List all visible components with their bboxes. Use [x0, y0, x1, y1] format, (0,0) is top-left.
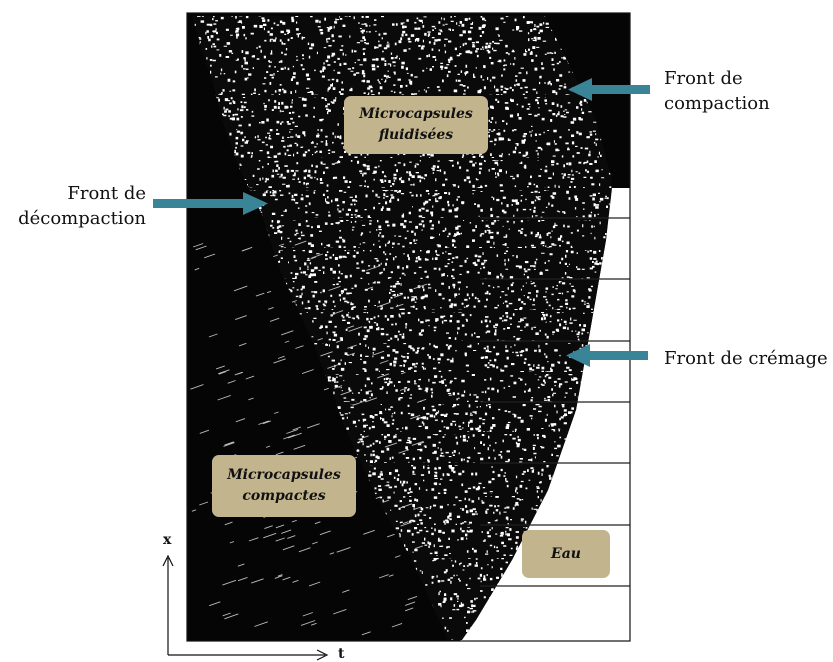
water-gridlines [480, 217, 630, 587]
decompaction-arrow [153, 192, 268, 215]
box-compactes-line2: compactes [242, 488, 326, 504]
water-region [460, 188, 630, 641]
label-front-cremage: Front de crémage [664, 348, 828, 369]
box-eau: Eau [522, 530, 610, 578]
compaction-arrow [568, 78, 650, 101]
box-compactes-line1: Microcapsules [227, 467, 341, 483]
box-microcapsules-fluidisees: Microcapsules fluidisées [344, 96, 488, 154]
axis-x-label: x [163, 532, 172, 548]
box-microcapsules-compactes: Microcapsules compactes [212, 455, 356, 517]
box-fluidisees-line2: fluidisées [378, 127, 454, 143]
image-frame [186, 12, 631, 642]
axis-t-label: t [338, 646, 345, 662]
box-eau-label: Eau [551, 545, 581, 562]
label-front-compaction: Front de compaction [664, 68, 770, 114]
cremage-arrow [566, 344, 648, 367]
box-fluidisees-line1: Microcapsules [359, 106, 473, 122]
label-front-decompaction: Front de décompaction [18, 183, 146, 229]
axes [162, 554, 329, 661]
